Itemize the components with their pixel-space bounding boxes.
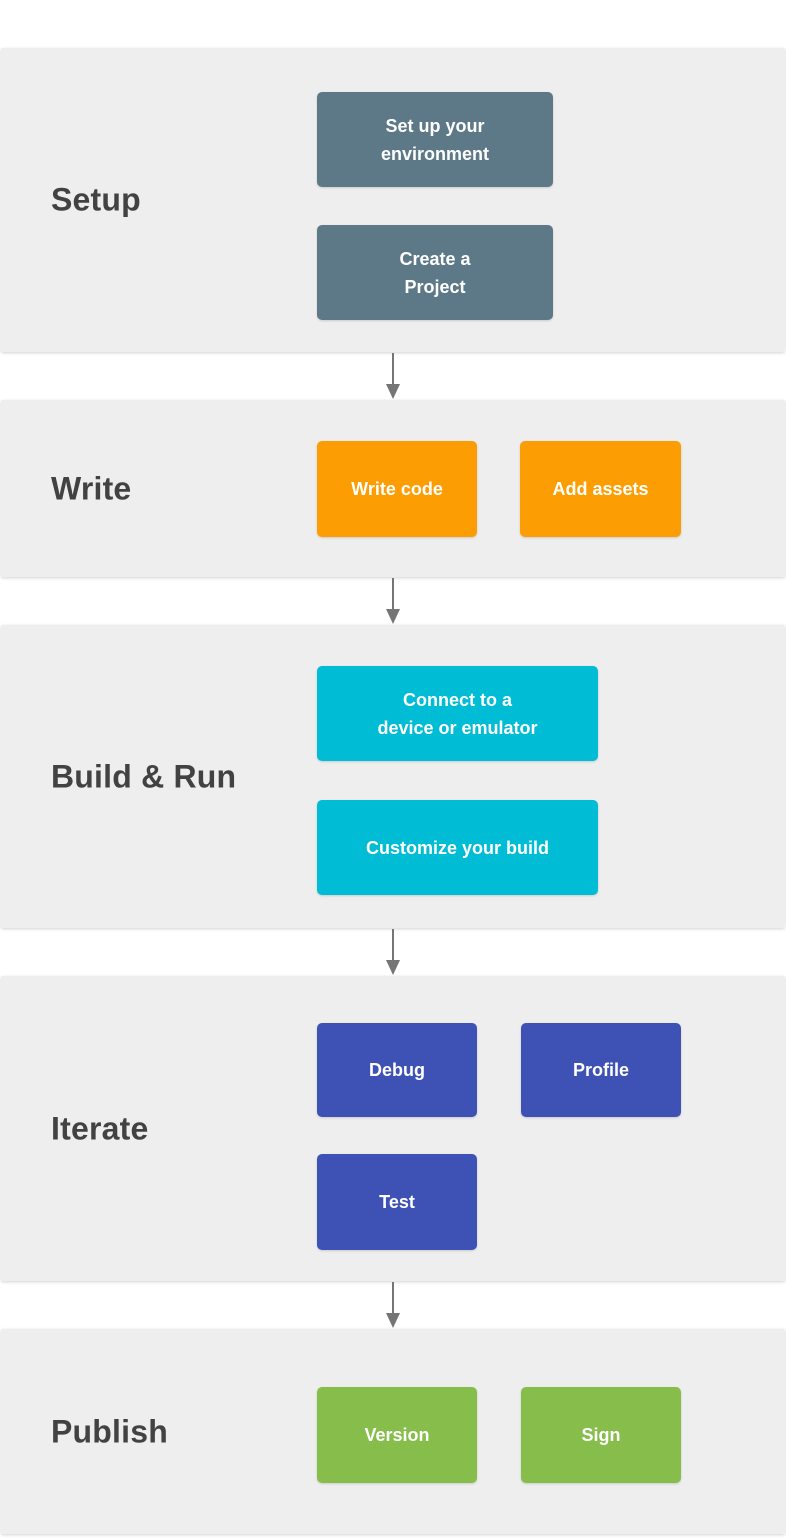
flow-arrow-down xyxy=(386,578,400,624)
section-panel-write: Write Write code Add assets xyxy=(1,400,785,577)
arrow-head xyxy=(386,960,400,975)
section-label-write: Write xyxy=(51,470,132,506)
flow-arrow-down xyxy=(386,1282,400,1328)
box-setup-environment[interactable]: Set up your environment xyxy=(317,92,553,187)
box-customize-build[interactable]: Customize your build xyxy=(317,800,598,895)
box-connect-device[interactable]: Connect to a device or emulator xyxy=(317,666,598,761)
step-label: Connect to a xyxy=(402,689,512,710)
step-label: Write code xyxy=(351,479,443,499)
box-add-assets[interactable]: Add assets xyxy=(520,441,681,537)
box-test[interactable]: Test xyxy=(317,1154,477,1250)
step-label: Version xyxy=(364,1425,430,1445)
flow-arrow-down xyxy=(386,353,400,399)
step-label: environment xyxy=(380,143,490,164)
section-label-build-run: Build & Run xyxy=(51,758,237,794)
step-label: Set up your xyxy=(385,115,485,136)
step-label: device or emulator xyxy=(377,717,538,738)
step-label: Debug xyxy=(369,1060,425,1080)
section-panel-iterate: Iterate Debug Profile Test xyxy=(1,976,785,1281)
box-write-code[interactable]: Write code xyxy=(317,441,477,537)
box-create-project[interactable]: Create a Project xyxy=(317,225,553,320)
step-label: Customize your build xyxy=(365,837,549,858)
step-label: Sign xyxy=(581,1425,621,1445)
step-label: Create a xyxy=(399,248,471,269)
arrow-head xyxy=(386,609,400,624)
section-panel-publish: Publish Version Sign xyxy=(1,1329,785,1534)
section-label-iterate: Iterate xyxy=(51,1110,149,1146)
step-label: Project xyxy=(404,276,466,297)
arrow-shaft xyxy=(392,1282,394,1313)
box-debug[interactable]: Debug xyxy=(317,1023,477,1117)
arrow-shaft xyxy=(392,353,394,384)
box-profile[interactable]: Profile xyxy=(521,1023,681,1117)
box-version[interactable]: Version xyxy=(317,1387,477,1483)
box-sign[interactable]: Sign xyxy=(521,1387,681,1483)
arrow-shaft xyxy=(392,578,394,609)
section-label-setup: Setup xyxy=(51,181,141,218)
flow-arrow-down xyxy=(386,929,400,975)
section-panel-build-run: Build & Run Connect to a device or emula… xyxy=(1,625,785,928)
section-label-publish: Publish xyxy=(51,1413,168,1449)
step-label: Test xyxy=(379,1192,415,1212)
step-label: Profile xyxy=(572,1060,629,1080)
section-panel-setup: Setup Set up your environment Create a P… xyxy=(1,48,785,352)
arrow-shaft xyxy=(392,929,394,960)
arrow-head xyxy=(386,1313,400,1328)
arrow-head xyxy=(386,384,400,399)
step-label: Add assets xyxy=(552,479,649,499)
